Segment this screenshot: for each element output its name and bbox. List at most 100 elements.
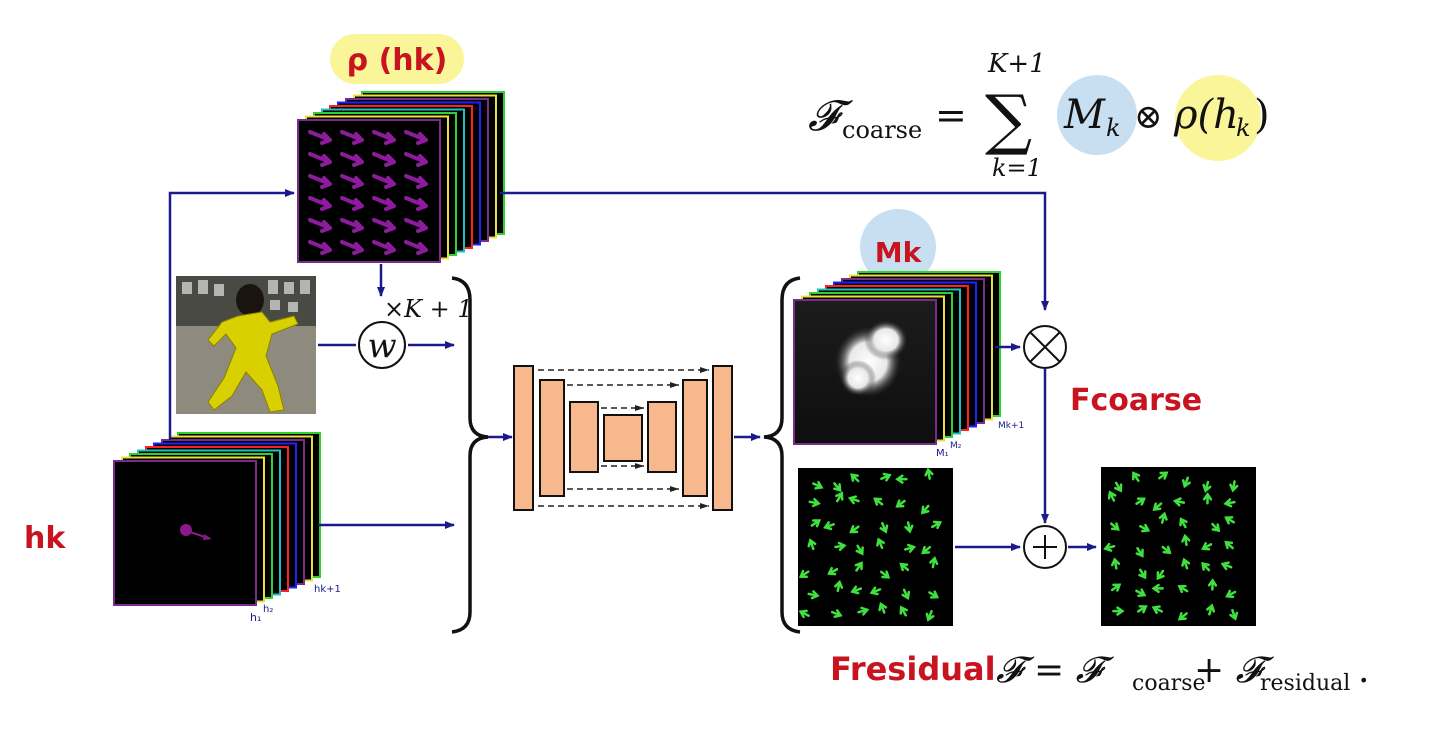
flow-arrow [1114, 481, 1123, 493]
flow-arrow [308, 130, 332, 145]
flow-arrow [880, 570, 891, 579]
eq-term1: M [1063, 92, 1106, 138]
residual-flow-frame [798, 468, 953, 626]
flow-arrow [1111, 557, 1121, 570]
flow-arrow [372, 240, 396, 255]
right-arrows [955, 343, 1097, 551]
rho-stack [297, 91, 505, 263]
flow-arrow [1177, 584, 1189, 594]
unet-dec-1 [712, 365, 733, 511]
mk-label: Mk [875, 236, 923, 269]
flow-arrow [925, 610, 935, 622]
flow-arrow [921, 545, 932, 555]
mk-stack: Mk M₁ M₂ Mk+1 [793, 209, 1024, 459]
flow-arrow [1177, 612, 1188, 621]
unet-network [513, 365, 733, 511]
flow-arrow [340, 152, 364, 167]
unet-skip-connections [538, 367, 709, 509]
eq-lhs-sub: coarse [842, 116, 922, 144]
flow-arrow [1158, 511, 1168, 524]
total-plus: + 𝓕 [1194, 650, 1275, 691]
flow-arrow [1220, 561, 1233, 571]
flow-arrow [1202, 492, 1213, 505]
flow-arrow [928, 590, 940, 599]
flow-arrow [827, 566, 839, 576]
flow-arrow [1229, 608, 1239, 621]
flow-arrow [834, 579, 844, 593]
mk-highlight [1057, 75, 1137, 155]
flow-arrow [1207, 578, 1218, 591]
flow-arrow [1103, 542, 1116, 552]
flow-arrow [1229, 480, 1239, 493]
flow-arrow [1201, 562, 1211, 572]
hk1-label: hk+1 [314, 584, 341, 595]
flow-arrow [340, 174, 364, 189]
eq-sum-lower: k=1 [992, 154, 1042, 182]
add-operator [1023, 525, 1067, 569]
m1-label: M₁ [936, 448, 949, 459]
eq-term1-sub: k [1106, 114, 1121, 142]
flow-arrow [835, 491, 844, 503]
f-coarse-label: Fcoarse [1070, 383, 1202, 418]
left-arrows [168, 189, 1049, 529]
flow-arrow [1181, 533, 1191, 547]
eq-term2-sub: k [1236, 114, 1251, 142]
flow-arrow [857, 606, 870, 616]
total-lhs: 𝓕 = 𝓕 [996, 650, 1115, 691]
flow-arrow [924, 467, 934, 480]
eq-sum: ∑ [985, 81, 1032, 158]
flow-arrow [340, 218, 364, 233]
flow-arrow [1151, 605, 1163, 614]
mk1-label: Mk+1 [998, 421, 1024, 431]
flow-arrow [1151, 583, 1164, 594]
output-brace [763, 276, 801, 634]
rho-hk-label: ρ (hk) [330, 34, 464, 84]
flow-arrow [1138, 568, 1147, 580]
flow-arrow [1132, 471, 1141, 482]
flow-arrow [1224, 540, 1234, 550]
flow-arrow [878, 602, 888, 614]
flow-arrow [1135, 588, 1147, 597]
flow-arrow [1158, 471, 1169, 480]
flow-arrow [1211, 522, 1221, 533]
flow-arrow [372, 196, 396, 211]
flow-arrow [1139, 523, 1151, 533]
flow-arrow [798, 609, 810, 619]
flow-arrow [1156, 569, 1165, 581]
unet-enc-2 [539, 379, 565, 497]
mk-mask-blob [834, 320, 908, 398]
flow-arrow [1109, 522, 1120, 531]
flow-arrow [308, 240, 332, 255]
eq-equals: = [935, 93, 967, 137]
flow-arrow [879, 522, 889, 534]
flow-arrow [895, 499, 906, 508]
flow-arrow [1161, 545, 1172, 555]
flow-arrow [404, 152, 428, 167]
flow-arrow [1152, 502, 1163, 511]
rho-highlight [1175, 75, 1261, 161]
flow-arrow [340, 196, 364, 211]
flow-arrow [901, 588, 911, 600]
flow-arrow [308, 218, 332, 233]
flow-arrow [876, 537, 885, 550]
flow-arrow [1202, 480, 1212, 493]
flow-arrow [340, 130, 364, 145]
flow-arrow [833, 482, 842, 493]
flow-arrow [850, 473, 860, 483]
flow-arrow [1206, 603, 1216, 616]
rho-arrow-field [308, 130, 428, 255]
flow-arrow [873, 497, 884, 506]
flow-arrow [823, 521, 835, 531]
eq-sum-upper: K+1 [987, 49, 1046, 79]
eq-term2-close: ) [1254, 92, 1270, 138]
final-flow [1101, 467, 1256, 626]
flow-arrow [1224, 516, 1236, 525]
flow-arrow [372, 174, 396, 189]
flow-arrow [849, 525, 860, 534]
hk-label: hk [24, 521, 66, 556]
flow-arrow [404, 218, 428, 233]
w-operator: w [358, 321, 406, 369]
h1-label: h₁ [250, 611, 261, 624]
flow-arrow [1181, 557, 1191, 570]
m2-label: M₂ [950, 441, 962, 451]
